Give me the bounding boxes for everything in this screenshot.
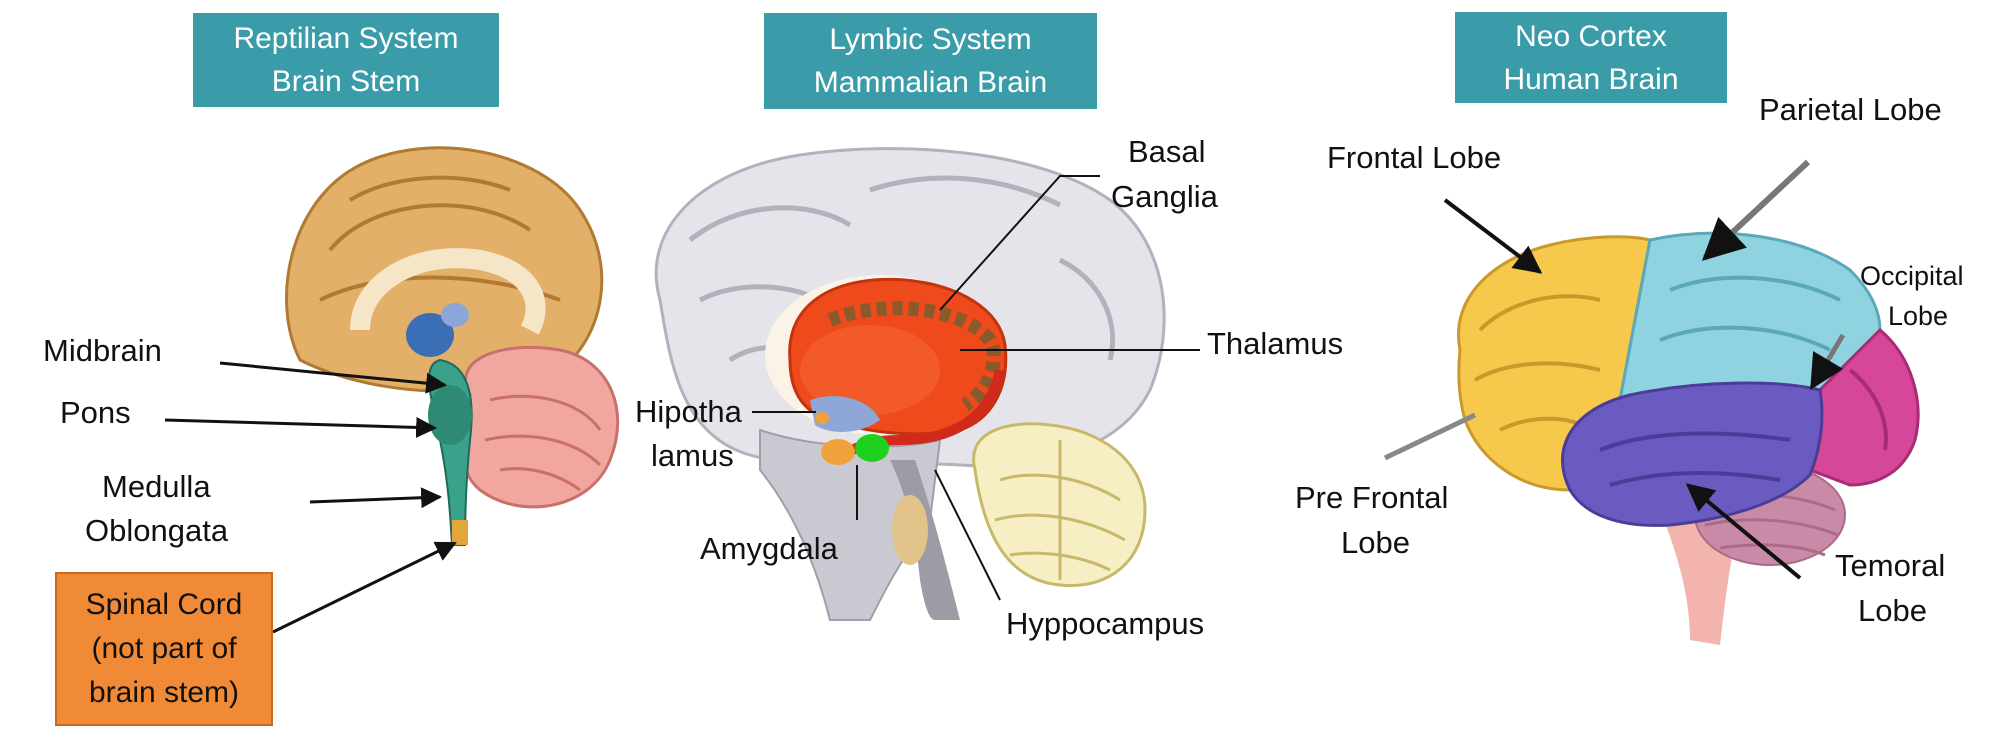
label-thalamus: Thalamus <box>1207 326 1344 361</box>
label-occipital-line2: Lobe <box>1888 301 1949 331</box>
label-temporal-line1: Temoral <box>1835 548 1946 583</box>
header-reptilian-line1: Reptilian System <box>233 22 459 55</box>
header-neocortex: Neo Cortex Human Brain <box>1455 12 1727 103</box>
header-neocortex-line1: Neo Cortex <box>1515 19 1667 53</box>
header-limbic: Lymbic System Mammalian Brain <box>764 13 1097 109</box>
header-limbic-line2: Mammalian Brain <box>813 66 1048 99</box>
header-reptilian: Reptilian System Brain Stem <box>193 13 499 107</box>
cerebellum-shape <box>460 345 620 509</box>
temporal-lobe-shape <box>1561 381 1824 527</box>
label-prefrontal-line1: Pre Frontal <box>1295 480 1449 515</box>
spinal-cord-note: Spinal Cord (not part of brain stem) <box>55 572 273 726</box>
label-pons: Pons <box>60 395 131 430</box>
label-midbrain: Midbrain <box>43 333 162 368</box>
limbic-illustration <box>654 147 1166 621</box>
label-medulla-line1: Medulla <box>102 469 211 504</box>
label-basal-line2: Ganglia <box>1111 179 1218 214</box>
label-hypothalamus-line2: lamus <box>651 438 734 473</box>
brainstem-illustration <box>285 146 620 546</box>
label-temporal-line2: Lobe <box>1858 593 1927 628</box>
label-medulla-line2: Oblongata <box>85 513 229 548</box>
label-prefrontal-line2: Lobe <box>1341 525 1410 560</box>
label-occipital-line1: Occipital <box>1860 261 1964 291</box>
header-limbic-line1: Lymbic System <box>829 23 1032 56</box>
label-basal-line1: Basal <box>1128 134 1206 169</box>
spinal-note-line3: brain stem) <box>88 676 240 709</box>
spinal-note-line2: (not part of <box>91 632 237 665</box>
label-parietal-lobe: Parietal Lobe <box>1759 92 1942 127</box>
label-hypothalamus-line1: Hipotha <box>635 394 742 429</box>
label-amygdala: Amygdala <box>700 531 838 566</box>
header-neocortex-line2: Human Brain <box>1503 62 1679 96</box>
label-hippocampus: Hyppocampus <box>1006 606 1205 641</box>
label-frontal-lobe: Frontal Lobe <box>1327 140 1502 175</box>
spinal-note-line1: Spinal Cord <box>85 588 243 621</box>
header-reptilian-line2: Brain Stem <box>271 65 421 98</box>
